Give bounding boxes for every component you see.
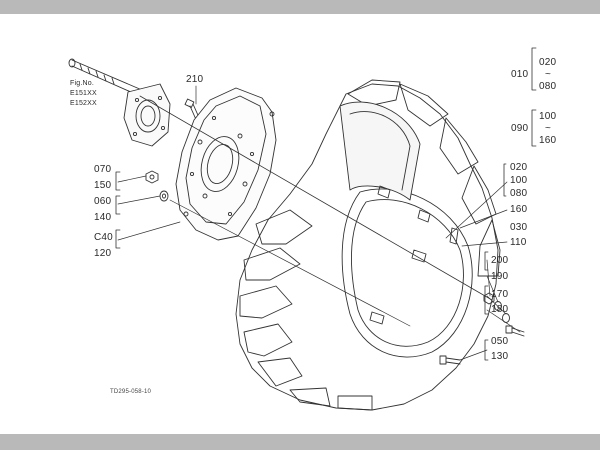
callout-090-range-tilde: ~ xyxy=(545,123,552,134)
callout-c40: C40 xyxy=(94,232,113,243)
assembly-axis-line-lower xyxy=(169,199,411,327)
nut-070-150 xyxy=(145,170,159,184)
callout-150: 150 xyxy=(94,180,112,191)
callout-010-range-tilde: ~ xyxy=(545,69,552,80)
callout-120: 120 xyxy=(94,248,112,259)
callout-r030: 030 xyxy=(510,222,528,233)
exploded-wheel-drawing xyxy=(68,47,537,411)
bolt-050-130 xyxy=(439,355,461,365)
callout-090-range-from: 100 xyxy=(539,111,557,122)
assembly-axis-line xyxy=(139,95,493,301)
callout-r020: 020 xyxy=(510,162,528,173)
callout-140: 140 xyxy=(94,212,112,223)
leader-lines xyxy=(117,85,521,361)
nut-200 xyxy=(483,292,495,305)
callout-r200: 200 xyxy=(491,255,509,266)
callout-090-range-to: 160 xyxy=(539,135,557,146)
fig-number-title: Fig.No. xyxy=(70,80,94,87)
bolt-180 xyxy=(505,325,525,337)
fig-number-line-2: E152XX xyxy=(70,100,97,107)
tractor-tire xyxy=(235,79,501,411)
callout-brackets xyxy=(115,47,537,361)
callout-010-range-from: 020 xyxy=(539,57,557,68)
hub-flange xyxy=(123,83,171,147)
callout-060: 060 xyxy=(94,196,112,207)
washer-060-140 xyxy=(159,190,169,202)
callout-r130: 130 xyxy=(491,351,509,362)
callout-r170: 170 xyxy=(491,289,509,300)
callout-010: 010 xyxy=(511,69,529,80)
callout-r110: 110 xyxy=(510,237,527,248)
callout-r180: 180 xyxy=(491,304,509,315)
callout-r080: 080 xyxy=(510,188,528,199)
axle-shaft xyxy=(68,58,143,97)
callout-r160: 160 xyxy=(510,204,528,215)
parts-diagram-sheet: Fig.No. E151XX E152XX 210 070 150 060 14… xyxy=(0,14,600,434)
callout-010-range-to: 080 xyxy=(539,81,557,92)
callout-r050: 050 xyxy=(491,336,509,347)
drawing-code: TD295-058-10 xyxy=(110,389,152,395)
callout-070: 070 xyxy=(94,164,112,175)
wheel-disc xyxy=(175,87,277,241)
callout-r190: 190 xyxy=(491,271,509,282)
callout-r100: 100 xyxy=(510,175,528,186)
callout-210: 210 xyxy=(186,74,204,85)
fig-number-line-1: E151XX xyxy=(70,90,97,97)
callout-090: 090 xyxy=(511,123,529,134)
